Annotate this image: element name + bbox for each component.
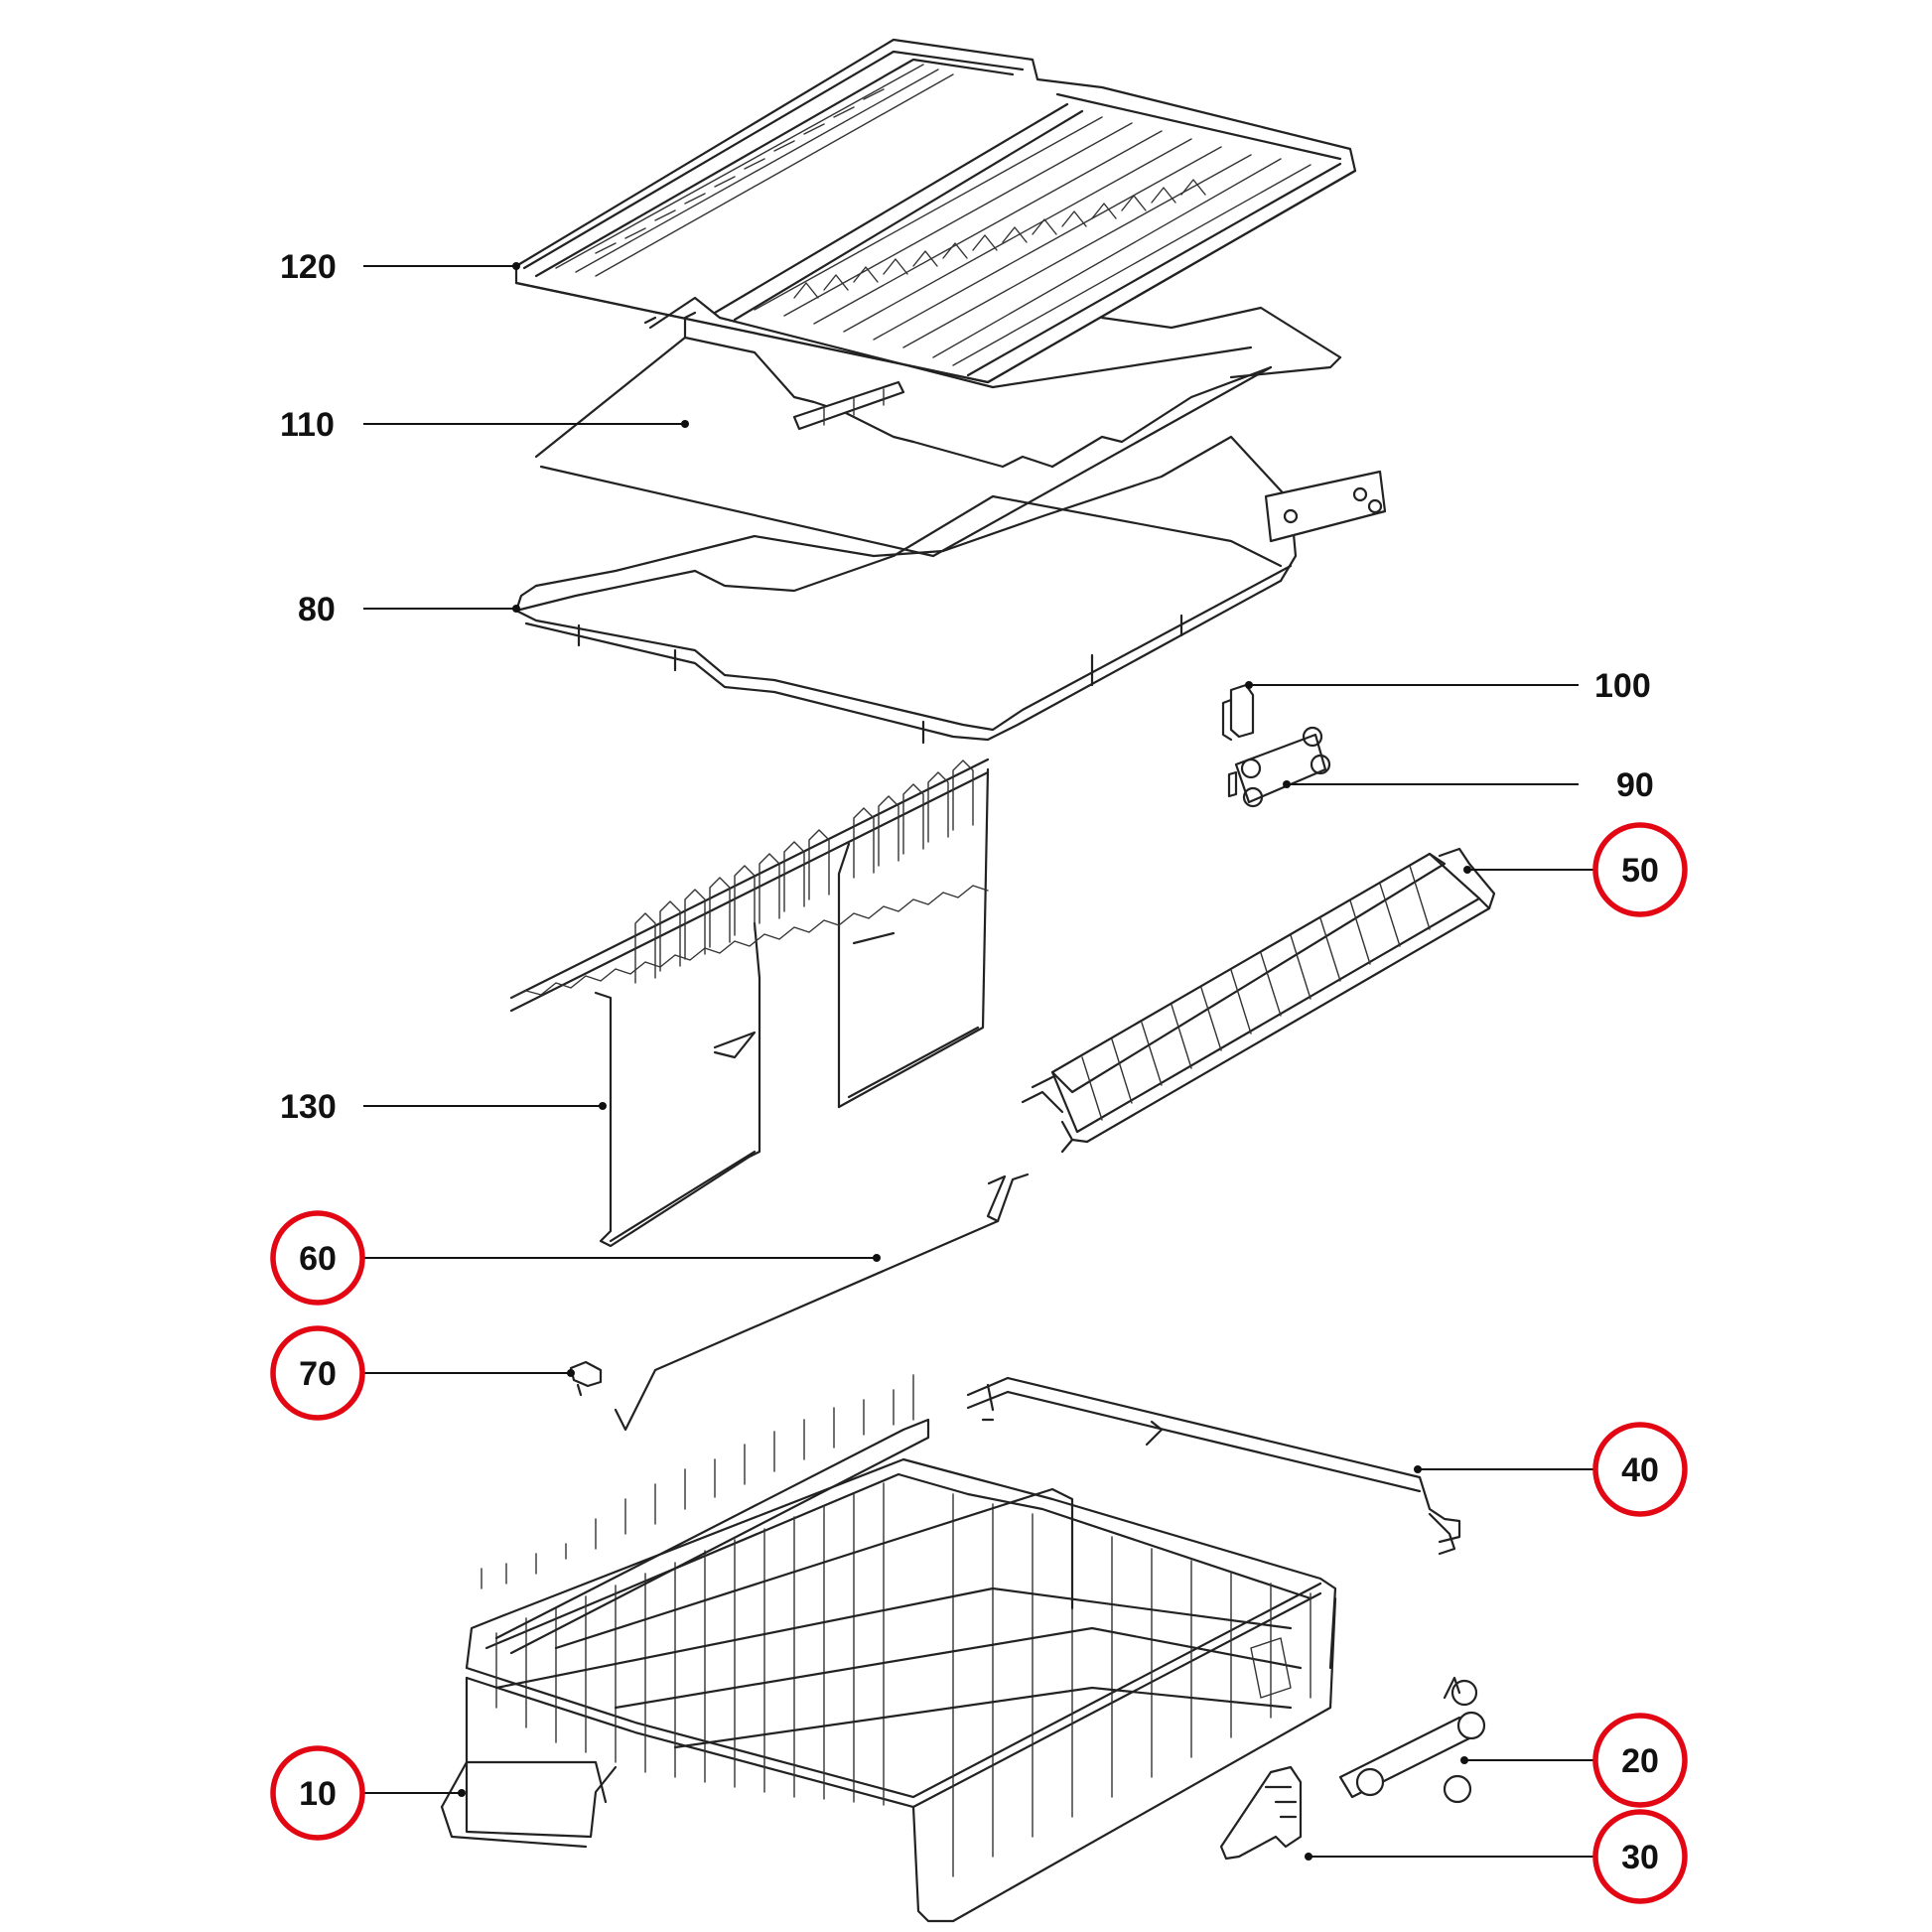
callout-label-70: 70 — [299, 1355, 337, 1393]
callout-70: 70 — [270, 1325, 575, 1421]
callout-label-20: 20 — [1621, 1742, 1659, 1780]
callout-label-80: 80 — [298, 591, 336, 628]
callout-90: 90 — [1283, 766, 1654, 804]
callout-30: 30 — [1305, 1809, 1688, 1904]
callout-80: 80 — [298, 591, 520, 628]
part-30-latch — [1219, 1765, 1303, 1861]
part-100-clip — [1221, 683, 1255, 742]
highlight-ring-70 — [270, 1325, 365, 1421]
highlight-ring-50 — [1592, 822, 1688, 917]
part-80-rail-frame — [514, 435, 1387, 745]
highlight-ring-40 — [1592, 1422, 1688, 1517]
callout-label-130: 130 — [280, 1088, 337, 1126]
part-70-clip — [569, 1360, 603, 1397]
callout-120: 120 — [280, 248, 520, 286]
part-90-roller-bracket — [1227, 726, 1331, 808]
callout-130: 130 — [280, 1088, 607, 1126]
callout-label-110: 110 — [280, 406, 335, 444]
callout-label-50: 50 — [1621, 852, 1659, 890]
part-60-rod — [614, 1173, 1030, 1432]
callout-20: 20 — [1460, 1713, 1688, 1808]
part-130-tine-rack — [509, 758, 990, 1248]
part-120-cutlery-tray — [514, 38, 1357, 384]
callout-40: 40 — [1414, 1422, 1688, 1517]
part-20-roller-carriage — [1338, 1676, 1486, 1804]
part-110-wire-frame — [534, 296, 1342, 558]
callout-label-30: 30 — [1621, 1839, 1659, 1876]
callout-10: 10 — [270, 1745, 466, 1841]
part-10-lower-basket — [440, 1374, 1337, 1923]
callout-label-90: 90 — [1616, 766, 1654, 804]
callout-60: 60 — [270, 1210, 881, 1306]
callout-label-10: 10 — [299, 1775, 337, 1813]
callout-label-100: 100 — [1594, 667, 1651, 705]
callout-100: 100 — [1245, 667, 1651, 705]
part-40-rail — [966, 1376, 1461, 1556]
highlight-ring-10 — [270, 1745, 365, 1841]
highlight-ring-60 — [270, 1210, 365, 1306]
callout-110: 110 — [280, 406, 689, 444]
callout-label-40: 40 — [1621, 1451, 1659, 1489]
callout-label-120: 120 — [280, 248, 337, 286]
callout-50: 50 — [1463, 822, 1688, 917]
part-50-folding-rack — [1021, 847, 1496, 1154]
highlight-ring-30 — [1592, 1809, 1688, 1904]
callout-label-60: 60 — [299, 1240, 337, 1278]
highlight-ring-20 — [1592, 1713, 1688, 1808]
